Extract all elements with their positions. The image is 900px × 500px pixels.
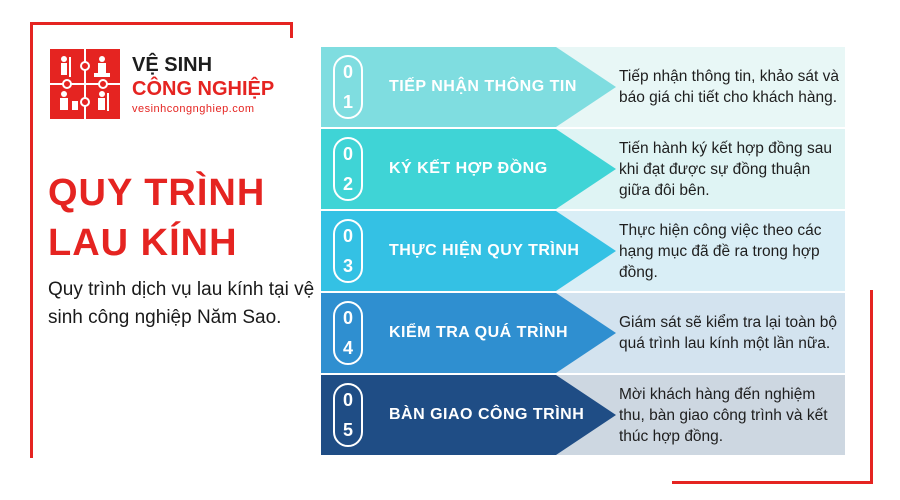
frame-line-top-corner	[290, 22, 293, 38]
step-2-digit-1: 0	[342, 144, 353, 164]
step-4-description: Giám sát sẽ kiểm tra lại toàn bộ quá trì…	[619, 314, 837, 352]
step-1: 0 1 Tiếp nhận thông tin Tiếp nhận thông …	[321, 47, 845, 129]
step-3-digit-1: 0	[342, 226, 353, 246]
step-1-arrow	[321, 47, 616, 127]
step-1-digit-1: 0	[342, 62, 353, 82]
brand-name-line1: VỆ SINH	[132, 54, 213, 76]
brand-url: vesinhcongnghiep.com	[132, 103, 255, 115]
step-3-arrow	[321, 211, 616, 291]
brand-name-line2: CÔNG NGHIỆP	[132, 78, 275, 100]
step-2-description: Tiến hành ký kết hợp đồng sau khi đạt đư…	[619, 139, 832, 199]
step-2-title: Ký kết hợp đồng	[389, 160, 548, 177]
step-3: 0 3 Thực hiện quy trình Thực hiện công v…	[321, 211, 845, 293]
step-4-arrow	[321, 293, 616, 373]
step-4-number: 0 4	[333, 301, 363, 365]
step-5-number: 0 5	[333, 383, 363, 447]
step-3-number: 0 3	[333, 219, 363, 283]
step-2-digit-2: 2	[342, 174, 353, 194]
step-5: 0 5 Bàn giao công trình Mời khách hàng đ…	[321, 375, 845, 457]
frame-line-left	[30, 22, 33, 458]
puzzle-cleaning-icon	[50, 49, 120, 119]
title-line-2: LAU KÍNH	[48, 222, 238, 264]
step-4: 0 4 Kiểm tra quá trình Giám sát sẽ kiểm …	[321, 293, 845, 375]
step-1-digit-2: 1	[342, 92, 353, 112]
frame-line-top	[30, 22, 292, 25]
step-5-digit-2: 5	[342, 420, 353, 440]
step-4-digit-1: 0	[342, 308, 353, 328]
step-5-description: Mời khách hàng đến nghiệm thu, bàn giao …	[619, 385, 828, 445]
step-3-title: Thực hiện quy trình	[389, 242, 580, 259]
step-3-description: Thực hiện công việc theo các hạng mục đã…	[619, 221, 822, 281]
process-steps: 0 1 Tiếp nhận thông tin Tiếp nhận thông …	[321, 47, 845, 457]
step-1-number: 0 1	[333, 55, 363, 119]
step-1-title: Tiếp nhận thông tin	[389, 78, 577, 95]
step-5-digit-1: 0	[342, 390, 353, 410]
frame-line-right	[870, 290, 873, 484]
step-2-arrow	[321, 129, 616, 209]
step-2: 0 2 Ký kết hợp đồng Tiến hành ký kết hợp…	[321, 129, 845, 211]
brand-logo: VỆ SINH CÔNG NGHIỆP vesinhcongnghiep.com	[50, 49, 274, 119]
step-4-title: Kiểm tra quá trình	[389, 324, 569, 341]
step-5-title: Bàn giao công trình	[389, 406, 585, 423]
step-3-digit-2: 3	[342, 256, 353, 276]
page-title: QUY TRÌNH LAU KÍNH	[48, 168, 308, 268]
step-4-digit-2: 4	[342, 338, 353, 358]
step-1-description: Tiếp nhận thông tin, khảo sát và báo giá…	[619, 68, 840, 106]
title-line-1: QUY TRÌNH	[48, 172, 266, 214]
frame-line-bottom	[672, 481, 873, 484]
step-2-number: 0 2	[333, 137, 363, 201]
page-subtitle: Quy trình dịch vụ lau kính tại vệ sinh c…	[48, 279, 315, 328]
step-5-arrow	[321, 375, 616, 455]
